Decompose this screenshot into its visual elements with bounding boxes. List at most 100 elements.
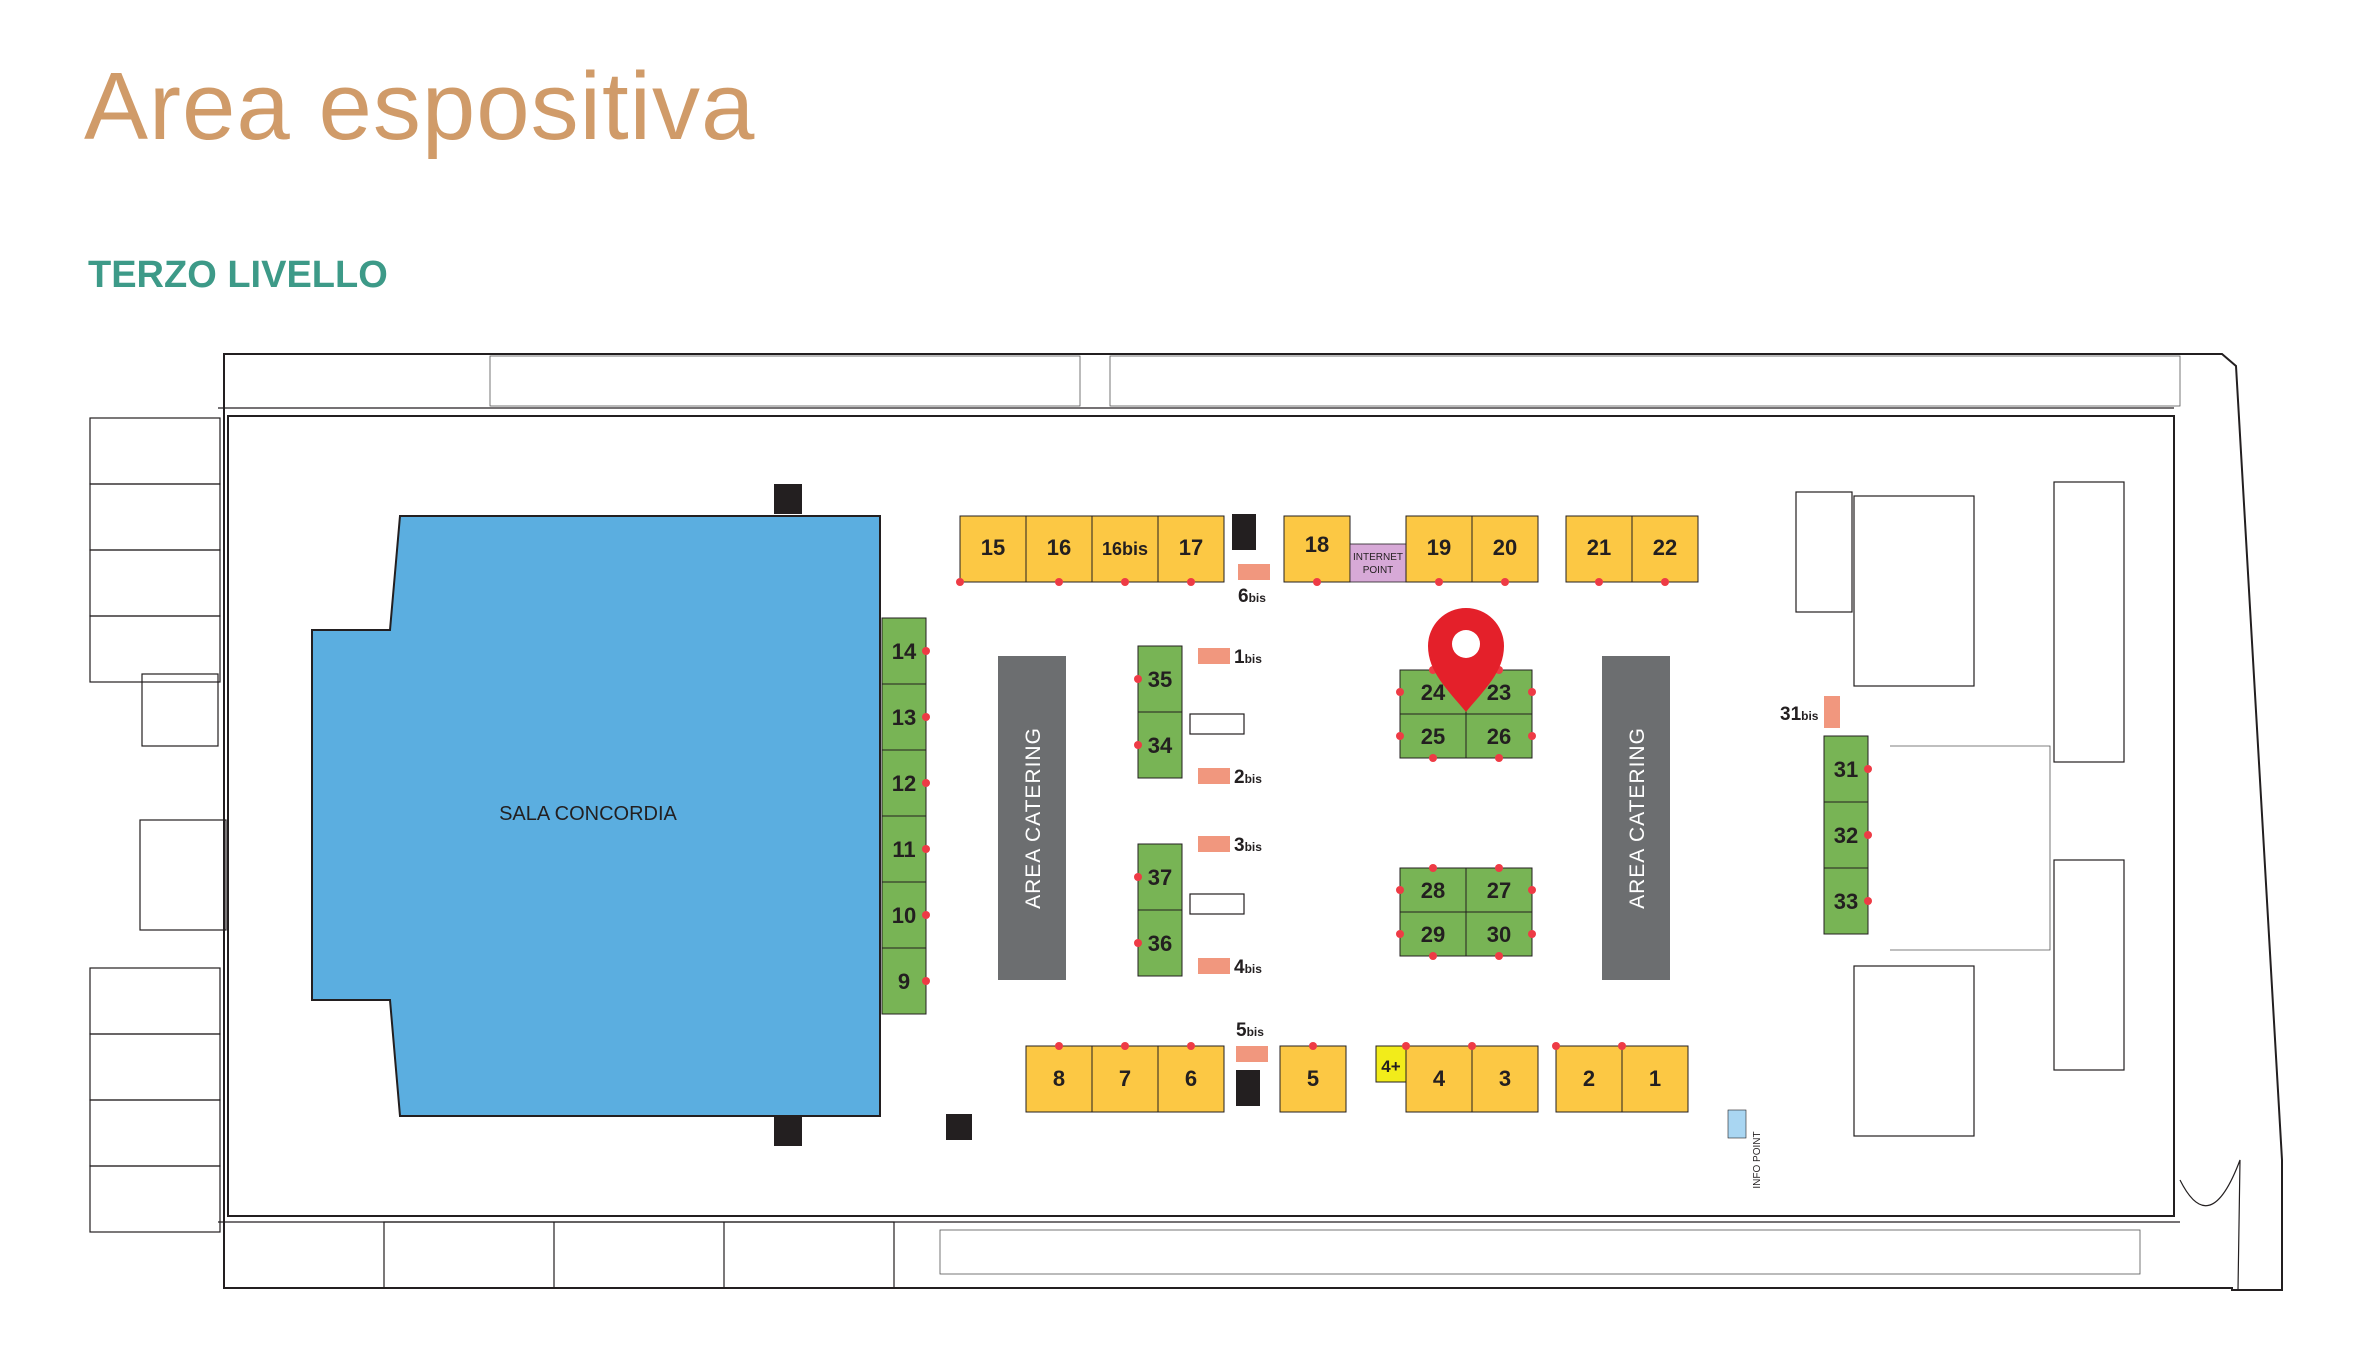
- booth-17[interactable]: 17: [1157, 515, 1225, 583]
- booth-29[interactable]: 29: [1399, 911, 1467, 957]
- booth-25[interactable]: 25: [1399, 713, 1467, 759]
- booth-26[interactable]: 26: [1465, 713, 1533, 759]
- booth-7[interactable]: 7: [1091, 1045, 1159, 1113]
- catering-area-right: AREA CATERING: [1602, 656, 1670, 980]
- svg-text:23: 23: [1487, 680, 1511, 705]
- booth-8[interactable]: 8: [1025, 1045, 1093, 1113]
- svg-text:2bis: 2bis: [1234, 767, 1262, 788]
- svg-text:36: 36: [1148, 931, 1172, 956]
- svg-text:4bis: 4bis: [1234, 957, 1262, 978]
- svg-text:17: 17: [1179, 535, 1203, 560]
- booth-2[interactable]: 2: [1555, 1045, 1623, 1113]
- svg-text:5: 5: [1307, 1066, 1319, 1091]
- booth-4plus[interactable]: 4+: [1375, 1045, 1407, 1083]
- svg-text:2: 2: [1583, 1066, 1595, 1091]
- svg-text:22: 22: [1653, 535, 1677, 560]
- booth-18[interactable]: 18: [1283, 515, 1351, 583]
- booth-14[interactable]: 14: [881, 617, 927, 685]
- location-pin-icon: [1428, 608, 1504, 712]
- svg-text:15: 15: [981, 535, 1005, 560]
- svg-text:5bis: 5bis: [1236, 1020, 1264, 1041]
- svg-text:9: 9: [898, 969, 910, 994]
- svg-text:16bis: 16bis: [1102, 539, 1148, 559]
- svg-text:6bis: 6bis: [1238, 586, 1266, 607]
- booth-31[interactable]: 31: [1823, 735, 1869, 803]
- booth-27[interactable]: 27: [1465, 867, 1533, 913]
- svg-text:1: 1: [1649, 1066, 1661, 1091]
- booth-33[interactable]: 33: [1823, 867, 1869, 935]
- booth-11[interactable]: 11: [881, 815, 927, 883]
- booth-3[interactable]: 3: [1471, 1045, 1539, 1113]
- page-title: Area espositiva: [84, 53, 756, 160]
- booth-16[interactable]: 16: [1025, 515, 1093, 583]
- booth-row-bottom: 8 7 6 5 4+ 4 3 2: [1025, 1045, 1689, 1113]
- svg-text:INTERNET: INTERNET: [1353, 552, 1403, 563]
- booth-31bis[interactable]: 31bis: [1780, 696, 1840, 728]
- booth-37[interactable]: 37: [1137, 843, 1183, 911]
- internet-point[interactable]: INTERNET POINT: [1349, 543, 1407, 583]
- booth-1[interactable]: 1: [1621, 1045, 1689, 1113]
- booth-16bis[interactable]: 16bis: [1091, 515, 1159, 583]
- catering-left-label: AREA CATERING: [1022, 727, 1045, 909]
- catering-right-label: AREA CATERING: [1626, 727, 1649, 909]
- booth-32[interactable]: 32: [1823, 801, 1869, 869]
- booth-5[interactable]: 5: [1279, 1045, 1347, 1113]
- svg-text:28: 28: [1421, 878, 1445, 903]
- svg-text:21: 21: [1587, 535, 1611, 560]
- booth-column-right: 31 32 33: [1823, 735, 1869, 935]
- booth-10[interactable]: 10: [881, 881, 927, 949]
- booth-island-b: 24 23 25 26 28 27 29 30: [1399, 669, 1533, 957]
- svg-text:6: 6: [1185, 1066, 1197, 1091]
- booth-6bis[interactable]: 6bis: [1238, 564, 1270, 607]
- catering-area-left: AREA CATERING: [998, 656, 1066, 980]
- bis-spots: 6bis 1bis 2bis 3bis 4bis 5bis 31bis: [1198, 564, 1840, 1062]
- booth-5bis[interactable]: 5bis: [1236, 1020, 1268, 1062]
- svg-text:12: 12: [892, 771, 916, 796]
- booth-20[interactable]: 20: [1471, 515, 1539, 583]
- booth-2bis[interactable]: 2bis: [1198, 767, 1262, 788]
- booth-9[interactable]: 9: [881, 947, 927, 1015]
- booth-4[interactable]: 4: [1405, 1045, 1473, 1113]
- svg-text:30: 30: [1487, 922, 1511, 947]
- booth-28[interactable]: 28: [1399, 867, 1467, 913]
- svg-text:31bis: 31bis: [1780, 704, 1819, 725]
- booth-36[interactable]: 36: [1137, 909, 1183, 977]
- booth-4bis[interactable]: 4bis: [1198, 957, 1262, 978]
- info-point[interactable]: INFO POINT: [1727, 1109, 1763, 1189]
- booth-35[interactable]: 35: [1137, 645, 1183, 713]
- booth-1bis[interactable]: 1bis: [1198, 647, 1262, 668]
- svg-text:14: 14: [892, 639, 917, 664]
- svg-text:24: 24: [1421, 680, 1446, 705]
- svg-text:35: 35: [1148, 667, 1172, 692]
- svg-text:18: 18: [1305, 532, 1329, 557]
- svg-text:INFO POINT: INFO POINT: [1752, 1131, 1763, 1188]
- booth-power-dots: [922, 578, 1872, 1050]
- svg-text:29: 29: [1421, 922, 1445, 947]
- svg-text:11: 11: [892, 837, 915, 862]
- booth-13[interactable]: 13: [881, 683, 927, 751]
- svg-text:4+: 4+: [1381, 1057, 1400, 1076]
- booth-30[interactable]: 30: [1465, 911, 1533, 957]
- booth-row-top: 15 16 16bis 17 18 INTERNET POINT 19: [959, 515, 1699, 583]
- svg-text:34: 34: [1148, 733, 1173, 758]
- booth-34[interactable]: 34: [1137, 711, 1183, 779]
- level-title: TERZO LIVELLO: [88, 254, 388, 296]
- svg-text:1bis: 1bis: [1234, 647, 1262, 668]
- sala-concordia: SALA CONCORDIA: [311, 515, 881, 1117]
- booth-22[interactable]: 22: [1631, 515, 1699, 583]
- top-stair-band: [489, 355, 2181, 407]
- booth-21[interactable]: 21: [1565, 515, 1633, 583]
- booth-3bis[interactable]: 3bis: [1198, 835, 1262, 856]
- bottom-stair-band: [383, 1221, 2141, 1289]
- building-outline: [89, 353, 2283, 1291]
- booth-6[interactable]: 6: [1157, 1045, 1225, 1113]
- booth-19[interactable]: 19: [1405, 515, 1473, 583]
- booth-15[interactable]: 15: [959, 515, 1027, 583]
- right-escalators: [1795, 481, 2125, 1137]
- svg-text:37: 37: [1148, 865, 1172, 890]
- svg-text:25: 25: [1421, 724, 1445, 749]
- booth-12[interactable]: 12: [881, 749, 927, 817]
- svg-text:27: 27: [1487, 878, 1511, 903]
- svg-text:13: 13: [892, 705, 916, 730]
